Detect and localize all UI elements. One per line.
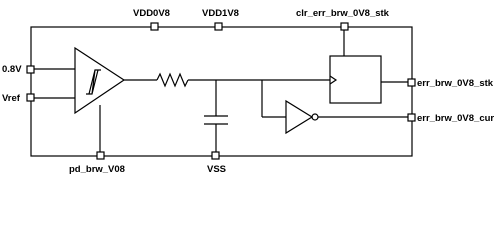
- schmitt-comparator: [74, 46, 126, 115]
- label-vdd0v8: VDD0V8: [133, 8, 170, 19]
- label-clr-err: clr_err_brw_0V8_stk: [296, 8, 390, 19]
- pin-vdd1v8: [214, 22, 223, 31]
- label-err-stk: err_brw_0V8_stk: [417, 78, 494, 89]
- pin-vref: [26, 93, 35, 102]
- pin-clr-err: [340, 22, 349, 31]
- label-vdd1v8: VDD1V8: [202, 8, 239, 19]
- inverter: [285, 99, 408, 135]
- pin-err-cur: [407, 113, 416, 122]
- label-vss: VSS: [207, 164, 226, 175]
- label-vref: Vref: [2, 93, 21, 104]
- pin-vss: [211, 151, 220, 160]
- label-pd-brw: pd_brw_V08: [69, 164, 125, 175]
- flip-flop: [329, 30, 408, 104]
- capacitor: [204, 80, 228, 152]
- pin-vdd0v8: [150, 22, 159, 31]
- pin-err-stk: [407, 78, 416, 87]
- pin-0v8: [26, 65, 35, 74]
- resistor: [156, 72, 189, 88]
- pin-pd-brw: [96, 151, 105, 160]
- label-0v8: 0.8V: [2, 64, 22, 75]
- schematic-diagram: VDD0V8 VDD1V8 clr_err_brw_0V8_stk 0.8V V…: [2, 8, 494, 175]
- block-boundary: [30, 26, 413, 157]
- label-err-cur: err_brw_0V8_cur: [417, 113, 494, 124]
